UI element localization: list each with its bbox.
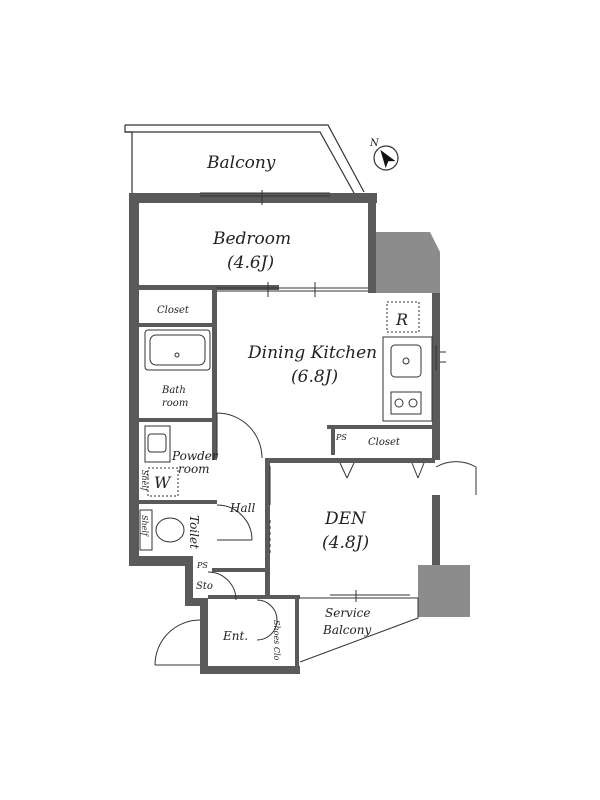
powder-room-label-1: Powder xyxy=(171,449,219,463)
closet-kitchen-label: Closet xyxy=(368,437,401,448)
balcony-label: Balcony xyxy=(206,153,276,173)
structural-columns xyxy=(376,232,470,617)
washer-label: W xyxy=(154,473,172,492)
compass-north-label: N xyxy=(369,138,380,149)
kitchen-counter xyxy=(382,336,433,422)
bathroom-label-1: Bath xyxy=(161,385,186,396)
bedroom-size: (4.6J) xyxy=(227,253,274,273)
interior-walls xyxy=(139,285,437,668)
compass: N xyxy=(369,138,399,171)
shelf-label-1: Shelf xyxy=(140,470,149,493)
ps-label-1: PS xyxy=(335,433,347,442)
outer-walls xyxy=(129,193,440,674)
washer-space xyxy=(147,467,179,497)
service-balcony-label-1: Service xyxy=(325,606,371,620)
ps-label-2: PS xyxy=(196,561,208,570)
bathtub xyxy=(144,329,211,371)
entrance-label: Ent. xyxy=(222,629,248,643)
fridge-label: R xyxy=(395,310,408,329)
den-size: (4.8J) xyxy=(322,533,369,553)
shoes-closet-label: Shoes Clo xyxy=(272,620,281,661)
powder-room-label-2: room xyxy=(178,462,210,476)
closet-left-label: Closet xyxy=(157,305,190,316)
washbasin xyxy=(144,425,171,463)
den-label: DEN xyxy=(324,509,367,529)
door-swings xyxy=(154,412,477,666)
fine-lines xyxy=(200,190,446,663)
dining-kitchen-label: Dining Kitchen xyxy=(247,343,377,363)
balcony-area xyxy=(124,124,365,194)
shelf-label-2: Shelf xyxy=(140,515,149,538)
storage-label: Sto xyxy=(196,581,213,592)
dining-kitchen-size: (6.8J) xyxy=(291,367,338,387)
service-balcony-label-2: Balcony xyxy=(322,623,371,637)
toilet-label: Toilet xyxy=(187,515,201,549)
fridge-space xyxy=(386,301,420,333)
bedroom-label: Bedroom xyxy=(212,229,291,249)
toilet-fixture xyxy=(139,509,185,551)
hall-label: Hall xyxy=(229,501,255,515)
bathroom-label-2: room xyxy=(162,398,188,409)
